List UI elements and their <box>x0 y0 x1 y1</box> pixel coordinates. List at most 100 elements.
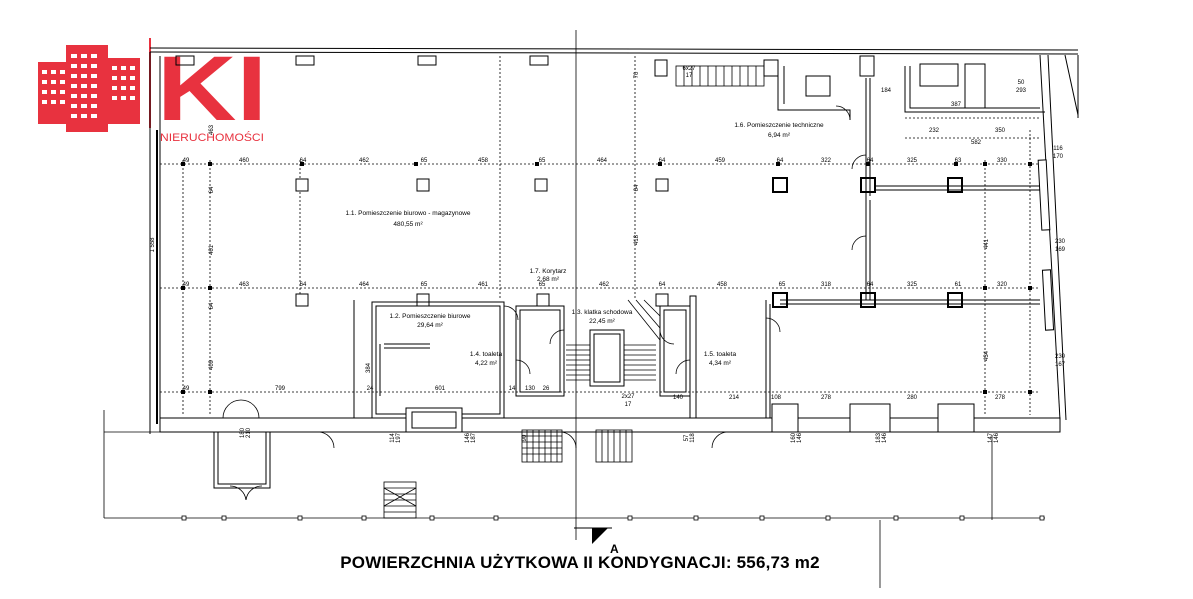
dim-topright-12: 167 <box>1055 362 1066 368</box>
dim-row2-9: 458 <box>717 282 728 288</box>
dim-door-2: 114 <box>390 433 396 443</box>
room-1-3-name: 1.3. klatka schodowa <box>572 309 633 316</box>
dim-row1-13: 325 <box>907 158 918 164</box>
dim-row2-5: 461 <box>478 282 489 288</box>
dim-row3-8: 214 <box>729 395 740 401</box>
dim-row3-9: 108 <box>771 395 782 401</box>
dim-door-1: 210 <box>246 427 252 438</box>
logo-tagline: NIERUCHOMOŚCI <box>160 131 264 144</box>
dim-row2-8: 64 <box>659 282 666 288</box>
dim-row1-12: 64 <box>867 158 874 164</box>
dim-row1-4: 65 <box>421 158 428 164</box>
dim-vertical-2: 64 <box>209 186 215 193</box>
dim-topright-0: 184 <box>881 88 892 94</box>
right-windows <box>1037 159 1055 331</box>
dim-stair-2: 6x27 <box>682 66 696 72</box>
entrance-vestibule <box>213 431 271 489</box>
dim-door-4: 146 <box>465 432 471 443</box>
dim-row2-12: 64 <box>867 282 874 288</box>
dim-row3-10: 278 <box>821 395 832 401</box>
dim-row3-0: 49 <box>183 386 190 392</box>
dim-vertical-7: 441 <box>984 238 990 249</box>
dim-topright-6: 170 <box>1053 154 1064 160</box>
dim-door-13: 147 <box>988 432 994 443</box>
dim-row1-7: 464 <box>597 158 608 164</box>
dim-row1-6: 65 <box>539 158 546 164</box>
dim-row3-11: 280 <box>907 395 918 401</box>
dim-vertical-3: 64 <box>209 302 215 309</box>
room-1-4-name: 1.4. toaleta <box>470 351 503 358</box>
dim-row1-1: 460 <box>239 158 250 164</box>
room-labels: 1.6. Pomieszczenie techniczne 6,94 m² 1.… <box>345 122 824 367</box>
room-1-7-area: 2,68 m² <box>537 276 560 283</box>
dim-door-6: 90 <box>522 434 528 441</box>
dim-row1-2: 64 <box>300 158 307 164</box>
window-bays <box>405 403 975 433</box>
dim-row3-4: 14 <box>509 386 516 392</box>
dim-row1-14: 63 <box>955 158 962 164</box>
room-1-4-area: 4,22 m² <box>475 360 498 367</box>
dim-topright-4: 582 <box>971 140 982 146</box>
dim-row2-1: 463 <box>239 282 250 288</box>
dim-row1-0: 49 <box>183 158 190 164</box>
dim-row3-1: 799 <box>275 386 286 392</box>
dim-topright-2: 232 <box>929 128 940 134</box>
dim-row1-10: 64 <box>777 158 784 164</box>
dim-topright-11: 230 <box>1055 354 1066 360</box>
room-1-3-area: 22,45 m² <box>589 318 615 325</box>
dim-door-12: 146 <box>882 432 888 443</box>
dim-door-0: 180 <box>240 427 246 438</box>
site-boundary <box>103 30 1045 588</box>
dim-topright-1: 387 <box>951 102 962 108</box>
dim-topright-3: 350 <box>995 128 1006 134</box>
dim-vertical-9: 384 <box>366 362 372 373</box>
dim-row1-11: 322 <box>821 158 832 164</box>
dim-topright-7: 50 <box>1018 80 1025 86</box>
top-pilasters <box>175 55 875 77</box>
dim-row2-11: 318 <box>821 282 832 288</box>
dim-row1-3: 462 <box>359 158 370 164</box>
columns <box>295 177 963 308</box>
dim-vertical-5: 418 <box>634 234 640 245</box>
dim-row1-5: 458 <box>478 158 489 164</box>
outer-walls <box>149 47 1079 434</box>
dim-stair-3: 17 <box>686 73 693 79</box>
dim-door-8: 118 <box>690 433 696 443</box>
dim-vertical-1: 409 <box>209 359 215 370</box>
dimension-ticks <box>181 162 1032 394</box>
dim-row2-7: 462 <box>599 282 610 288</box>
dim-topright-10: 169 <box>1055 247 1066 253</box>
room-1-6-area: 6,94 m² <box>768 132 791 139</box>
dim-vertical-4: 463 <box>209 124 215 135</box>
dim-door-11: 183 <box>876 432 882 443</box>
dim-row1-9: 459 <box>715 158 726 164</box>
dim-row2-10: 65 <box>779 282 786 288</box>
dim-row3-6: 26 <box>543 386 550 392</box>
dim-row2-6: 65 <box>539 282 546 288</box>
room-1-1-name: 1.1. Pomieszczenie biurowo - magazynowe <box>345 210 470 217</box>
room-1-2-area: 29,64 m² <box>417 322 443 329</box>
dim-door-3: 197 <box>396 432 402 443</box>
dim-row3-5: 130 <box>525 386 536 392</box>
dim-stair-1: 17 <box>625 402 632 408</box>
room-1-5-name: 1.5. toaleta <box>704 351 737 358</box>
dim-vertical-0: 461 <box>209 244 215 255</box>
dim-door-7: 57 <box>684 434 690 441</box>
dim-row2-3: 464 <box>359 282 370 288</box>
dim-vertical-11: 1 558 <box>150 237 156 253</box>
dim-vertical-10: 70 <box>634 71 640 78</box>
interior-walls <box>353 63 1045 419</box>
section-marker-label: A <box>610 542 619 556</box>
dim-row3-2: 24 <box>367 386 374 392</box>
dim-vertical-8: 434 <box>984 350 990 361</box>
dim-row2-4: 65 <box>421 282 428 288</box>
section-marker: A <box>574 527 619 556</box>
room-1-5-area: 4,34 m² <box>709 360 732 367</box>
dim-door-10: 146 <box>797 432 803 443</box>
dim-row2-15: 320 <box>997 282 1008 288</box>
dim-topright-5: 116 <box>1053 146 1063 152</box>
dim-row3-12: 278 <box>995 395 1006 401</box>
dim-row2-2: 64 <box>300 282 307 288</box>
staircase <box>383 65 765 519</box>
